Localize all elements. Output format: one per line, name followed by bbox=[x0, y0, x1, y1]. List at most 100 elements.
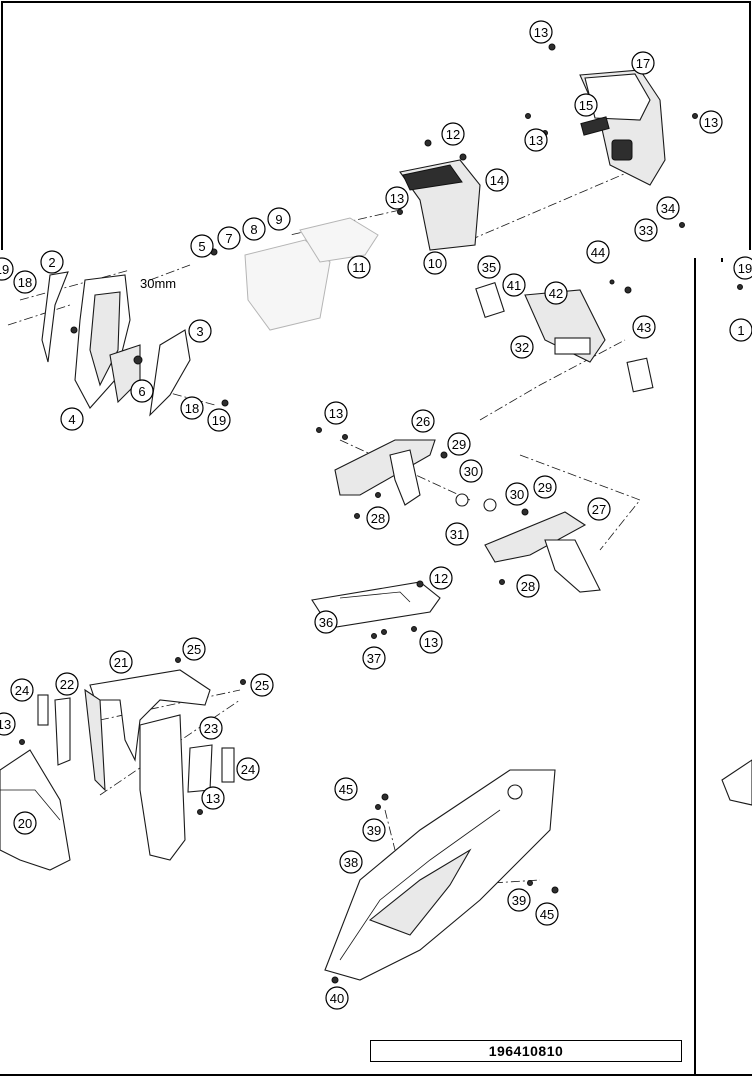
callout-circle bbox=[507, 888, 531, 912]
callout-label: 18 bbox=[18, 275, 32, 290]
callout-circle bbox=[419, 630, 443, 654]
callout: 10 bbox=[423, 251, 447, 275]
callout-label: 22 bbox=[60, 677, 74, 692]
callout: 31 bbox=[445, 522, 469, 546]
callout-circle bbox=[362, 646, 386, 670]
callout-label: 2 bbox=[48, 255, 55, 270]
callout-label: 17 bbox=[636, 56, 650, 71]
callout: 12 bbox=[429, 566, 453, 590]
callout-label: 30 bbox=[464, 464, 478, 479]
callout: 44 bbox=[586, 240, 610, 264]
callout-circle bbox=[188, 319, 212, 343]
callout-label: 42 bbox=[549, 286, 563, 301]
callout: 18 bbox=[180, 396, 204, 420]
callout-label: 31 bbox=[450, 527, 464, 542]
callout: 3 bbox=[188, 319, 212, 343]
callout: 12 bbox=[441, 122, 465, 146]
callout: 41 bbox=[502, 273, 526, 297]
callout-circle bbox=[510, 335, 534, 359]
callout-circle bbox=[347, 255, 371, 279]
callout-circle bbox=[544, 281, 568, 305]
callout-circle bbox=[505, 482, 529, 506]
callout-circle bbox=[55, 672, 79, 696]
callout: 17 bbox=[631, 51, 655, 75]
callout-circle bbox=[574, 93, 598, 117]
callout: 24 bbox=[236, 757, 260, 781]
callout-label: 13 bbox=[529, 133, 543, 148]
callout: 8 bbox=[242, 217, 266, 241]
callout: 5 bbox=[190, 234, 214, 258]
callout-label: 13 bbox=[206, 791, 220, 806]
callout-circle bbox=[385, 186, 409, 210]
callout-label: 13 bbox=[390, 191, 404, 206]
callout: 25 bbox=[250, 673, 274, 697]
callout-label: 21 bbox=[114, 655, 128, 670]
callout-label: 26 bbox=[416, 414, 430, 429]
callout-circle bbox=[477, 255, 501, 279]
callout-label: 24 bbox=[241, 762, 255, 777]
callout-label: 20 bbox=[18, 816, 32, 831]
callout-label: 40 bbox=[330, 991, 344, 1006]
callout-label: 6 bbox=[138, 384, 145, 399]
callout-circle bbox=[314, 610, 338, 634]
callout-label: 23 bbox=[204, 721, 218, 736]
callout: 13 bbox=[385, 186, 409, 210]
tail-section bbox=[324, 769, 559, 984]
number-plate-holder bbox=[475, 222, 685, 393]
headlight-bracket bbox=[525, 43, 698, 186]
callout: 18 bbox=[13, 270, 37, 294]
callout-label: 5 bbox=[198, 239, 205, 254]
callout-label: 4 bbox=[68, 412, 75, 427]
callout-label: 8 bbox=[250, 222, 257, 237]
callout-circle bbox=[207, 408, 231, 432]
callout: 24 bbox=[10, 678, 34, 702]
callout: 13 bbox=[324, 401, 348, 425]
callout-circle bbox=[0, 257, 14, 281]
callout: 25 bbox=[182, 637, 206, 661]
callout-label: 39 bbox=[512, 893, 526, 908]
callout-label: 32 bbox=[515, 340, 529, 355]
callout-circle bbox=[324, 401, 348, 425]
callout-circle bbox=[109, 650, 133, 674]
callout-label: 13 bbox=[534, 25, 548, 40]
callout-label: 19 bbox=[0, 262, 9, 277]
callout-label: 34 bbox=[661, 201, 675, 216]
callout: 29 bbox=[533, 475, 557, 499]
callout-label: 27 bbox=[592, 502, 606, 517]
callout-circle bbox=[411, 409, 435, 433]
callout: 39 bbox=[362, 818, 386, 842]
callout-label: 29 bbox=[538, 480, 552, 495]
callout: 13 bbox=[201, 786, 225, 810]
callout: 21 bbox=[109, 650, 133, 674]
callout-circle bbox=[447, 432, 471, 456]
callout-label: 30 bbox=[510, 487, 524, 502]
callout-label: 28 bbox=[371, 511, 385, 526]
callout: 13 bbox=[699, 110, 723, 134]
callout-circle bbox=[339, 850, 363, 874]
callout: 45 bbox=[334, 777, 358, 801]
callout: 13 bbox=[529, 20, 553, 44]
callout-label: 41 bbox=[507, 278, 521, 293]
reference-number-box: 196410810 bbox=[370, 1040, 682, 1062]
callout-label: 36 bbox=[319, 615, 333, 630]
callout: 29 bbox=[447, 432, 471, 456]
dimension-note: 30mm bbox=[140, 276, 176, 291]
callout-circle bbox=[445, 522, 469, 546]
callout-circle bbox=[485, 168, 509, 192]
callout-label: 38 bbox=[344, 855, 358, 870]
callout: 28 bbox=[516, 574, 540, 598]
callout-label: 19 bbox=[738, 261, 752, 276]
callout-circle bbox=[502, 273, 526, 297]
callout: 19 bbox=[207, 408, 231, 432]
callout-label: 19 bbox=[212, 413, 226, 428]
callout: 34 bbox=[656, 196, 680, 220]
callout-label: 13 bbox=[329, 406, 343, 421]
callout-circle bbox=[429, 566, 453, 590]
callout-label: 1 bbox=[737, 323, 744, 338]
callout-circle bbox=[423, 251, 447, 275]
callout: 32 bbox=[510, 335, 534, 359]
reference-number: 196410810 bbox=[488, 1043, 564, 1059]
